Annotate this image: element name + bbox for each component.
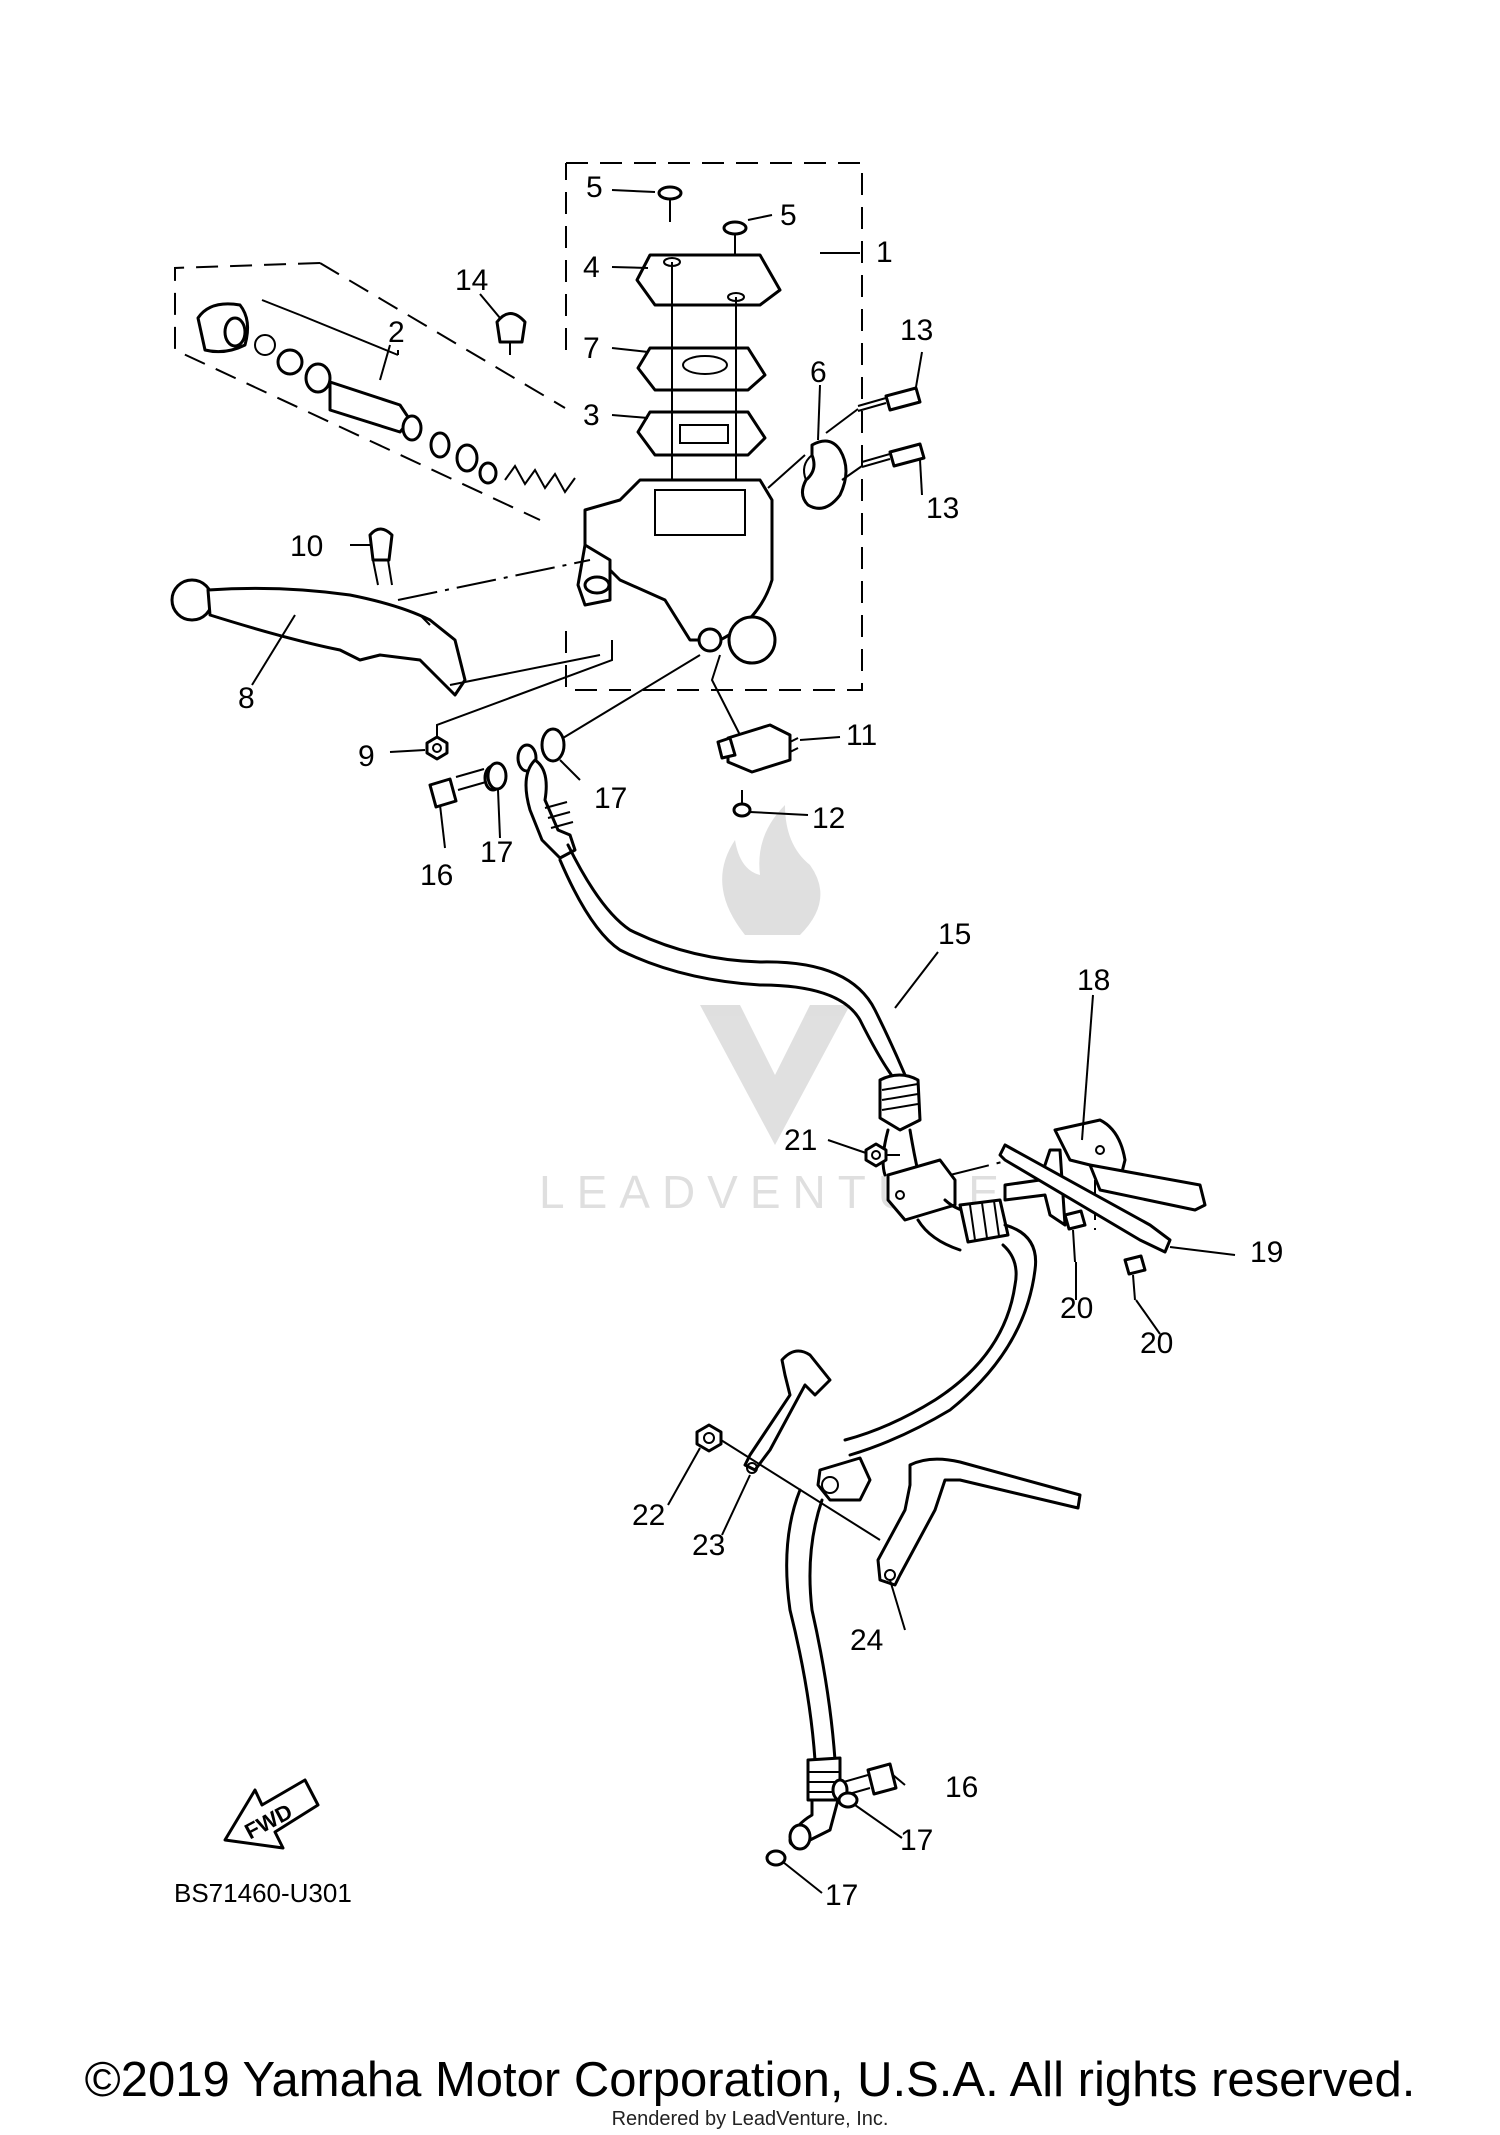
callout-labels: 1 2 3 4 5 5 6 7 8 9 10 11 12 13 13 14 15… <box>238 171 1283 1912</box>
callout-20b: 20 <box>1140 1327 1173 1360</box>
callout-19: 19 <box>1250 1236 1283 1269</box>
callout-11: 11 <box>846 719 877 752</box>
callout-23: 23 <box>692 1529 725 1562</box>
master-cylinder-body <box>576 478 777 665</box>
callout-9: 9 <box>358 740 375 773</box>
callout-16b: 16 <box>945 1771 978 1804</box>
callout-16a: 16 <box>420 859 453 892</box>
callout-22: 22 <box>632 1499 665 1532</box>
copper-washer <box>837 1791 859 1809</box>
callout-5a: 5 <box>586 171 603 204</box>
brake-hose <box>524 758 1038 1457</box>
callout-14: 14 <box>455 264 488 297</box>
switch-screw <box>732 790 752 818</box>
lever-nut <box>425 735 449 761</box>
callout-21: 21 <box>784 1124 817 1157</box>
diaphragm-holder <box>636 346 767 392</box>
callout-2: 2 <box>388 316 405 349</box>
brake-switch <box>716 723 799 774</box>
lower-brake-hose <box>785 1456 872 1851</box>
callout-13a: 13 <box>900 314 933 347</box>
diagram-code: BS71460-U301 <box>174 1878 352 1908</box>
callout-17c: 17 <box>900 1824 933 1857</box>
reservoir-cap <box>635 253 782 307</box>
callout-3: 3 <box>583 399 600 432</box>
callout-17b: 17 <box>594 782 627 815</box>
piston-kit <box>196 302 576 494</box>
copyright-notice: ©2019 Yamaha Motor Corporation, U.S.A. A… <box>84 2053 1416 2107</box>
callout-13b: 13 <box>926 492 959 525</box>
diaphragm <box>636 410 767 457</box>
copper-washer <box>486 761 508 791</box>
callout-1: 1 <box>876 236 893 269</box>
callout-12: 12 <box>812 802 845 835</box>
callout-10: 10 <box>290 530 323 563</box>
stay-bracket <box>998 1143 1172 1254</box>
callout-17d: 17 <box>825 1879 858 1912</box>
copper-washer <box>765 1849 787 1867</box>
holder-clamp <box>801 439 848 510</box>
callout-24: 24 <box>850 1624 883 1657</box>
bracket-bolt <box>1063 1209 1147 1301</box>
reservoir-boot <box>495 312 527 355</box>
cap-screw <box>657 185 748 255</box>
callout-17a: 17 <box>480 836 513 869</box>
guide-nut <box>695 1423 723 1453</box>
leadventure-watermark: LEADVENTURE <box>539 805 999 1218</box>
callout-6: 6 <box>810 356 827 389</box>
lower-stay <box>876 1457 1082 1587</box>
callout-15: 15 <box>938 918 971 951</box>
copper-washer <box>540 727 566 763</box>
lever-bolt <box>368 527 394 586</box>
callout-18: 18 <box>1077 964 1110 997</box>
callout-4: 4 <box>583 251 600 284</box>
clamp-bolt <box>857 386 926 468</box>
hose-nut <box>864 1142 888 1168</box>
callout-5b: 5 <box>780 199 797 232</box>
fwd-arrow-icon: FWD <box>223 1778 320 1850</box>
brake-lever <box>170 578 467 697</box>
callout-8: 8 <box>238 682 255 715</box>
rendered-by-credit: Rendered by LeadVenture, Inc. <box>611 2108 889 2130</box>
callout-20a: 20 <box>1060 1292 1093 1325</box>
hose-guide <box>743 1349 832 1474</box>
callout-7: 7 <box>583 332 600 365</box>
